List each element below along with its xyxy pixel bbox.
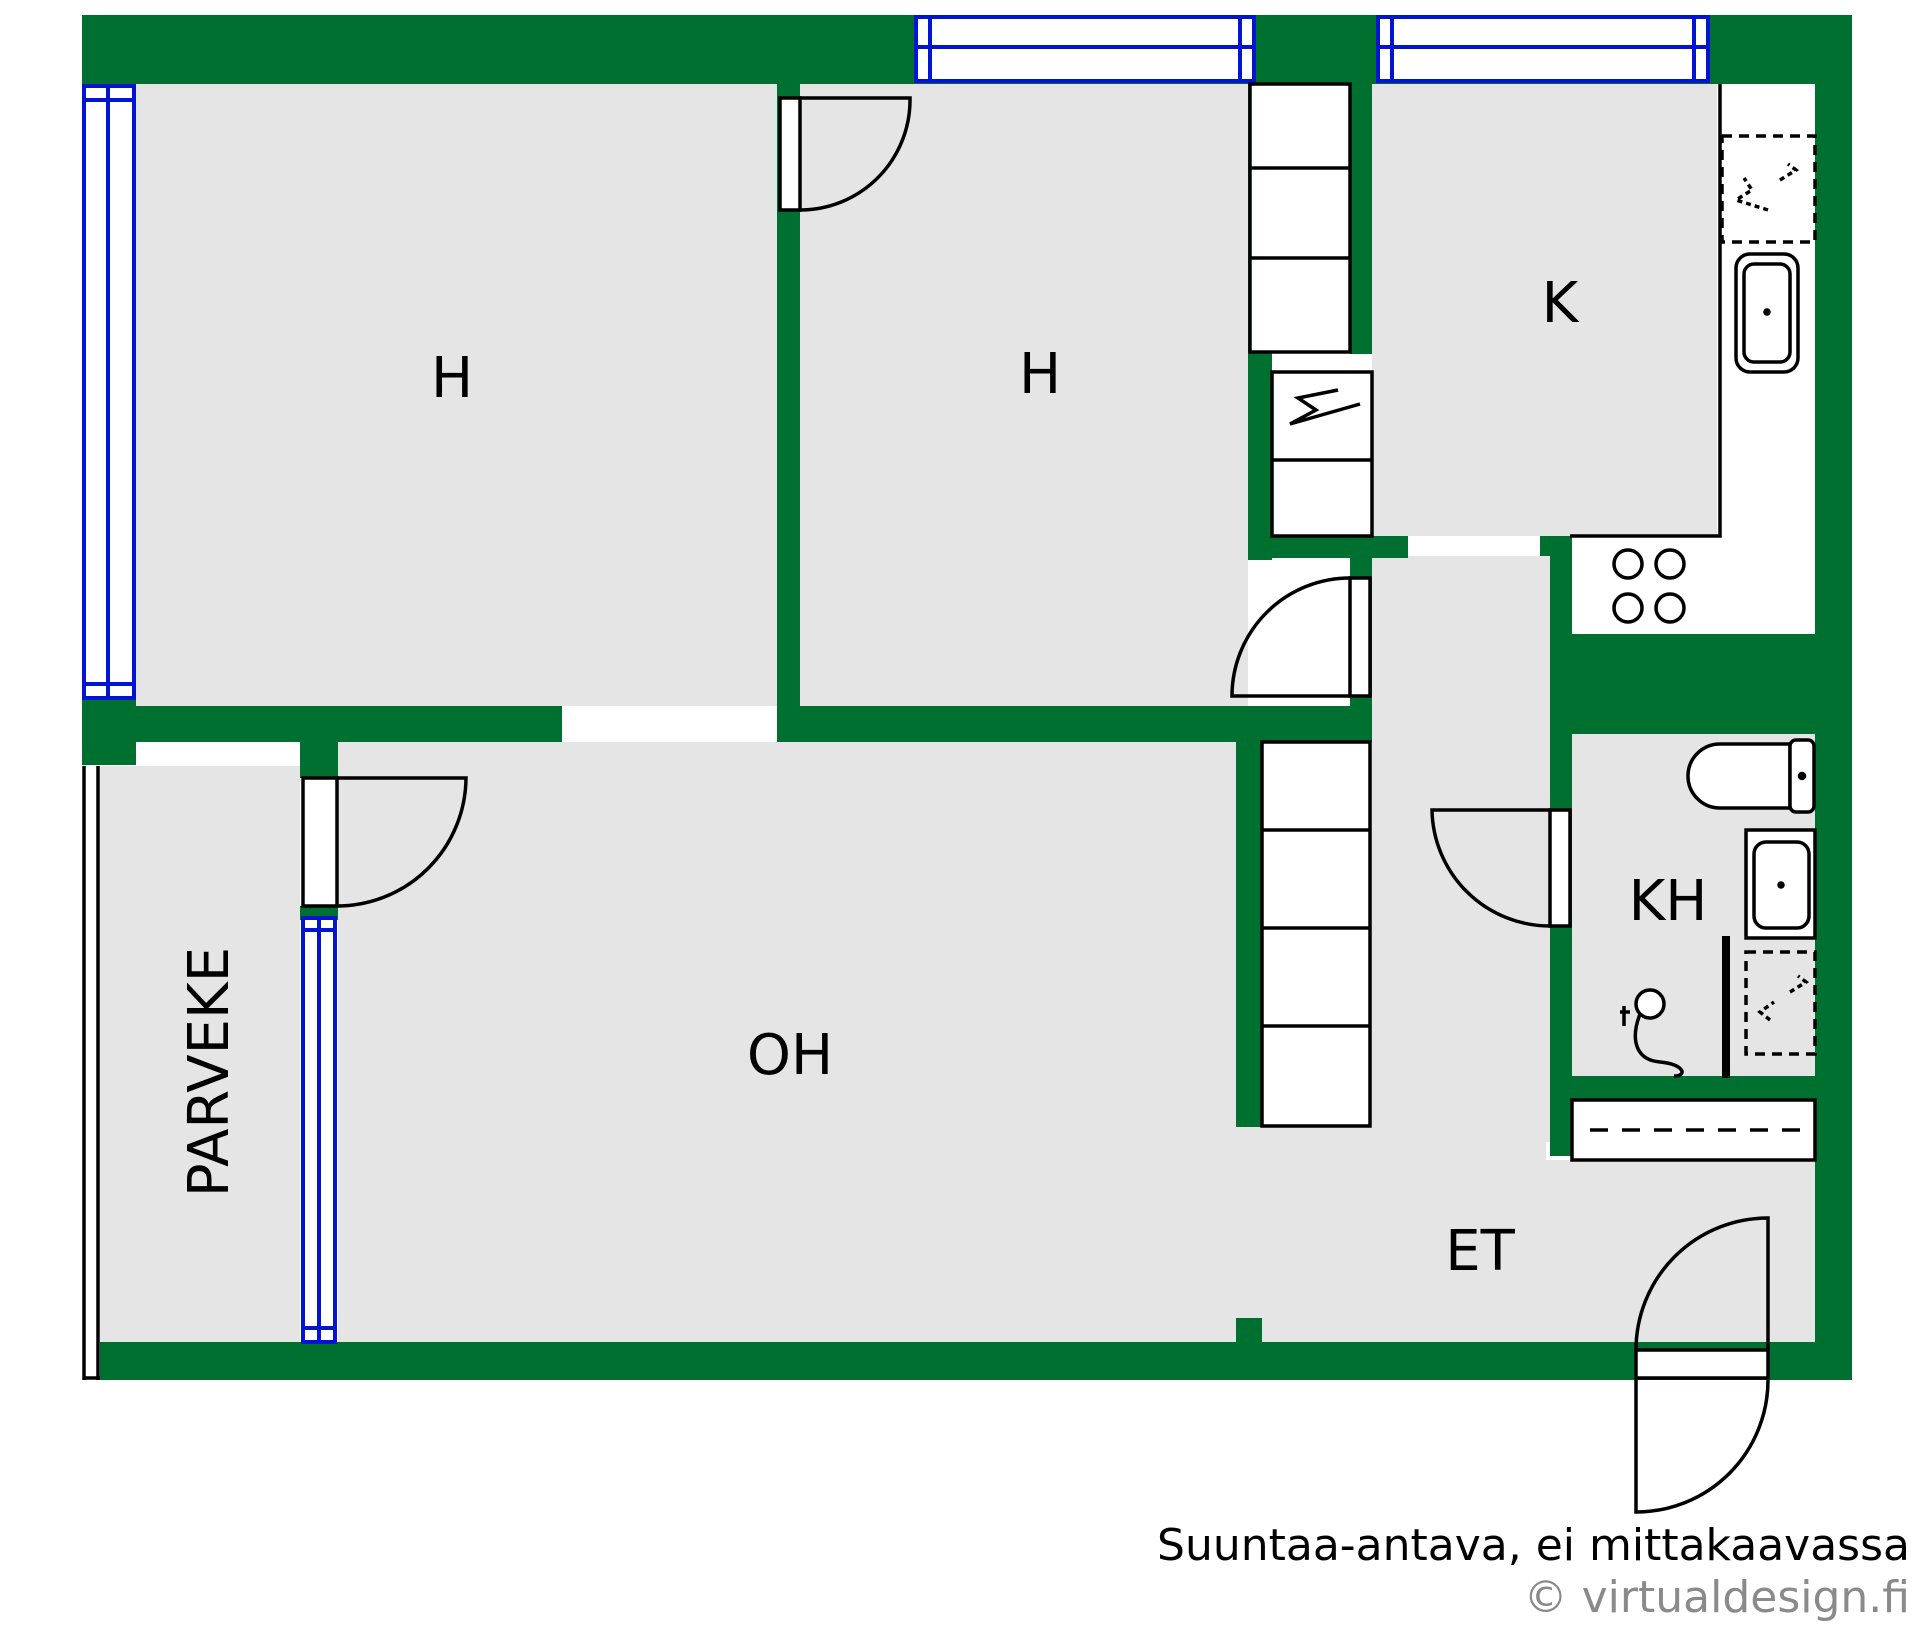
room-label-living-room: OH xyxy=(747,1023,833,1088)
wall-living-divider xyxy=(1236,742,1262,1127)
disclaimer-text: Suuntaa-antava, ei mittakaavassa xyxy=(1157,1520,1910,1571)
shower-icon xyxy=(1620,988,1684,1078)
door-swing-icon xyxy=(301,776,468,908)
door-swing-icon xyxy=(1430,808,1572,928)
wardrobe-icon xyxy=(1248,82,1352,354)
floor-balcony xyxy=(100,766,300,1352)
hall-shelf-icon xyxy=(1570,1098,1817,1162)
wall-bottom-stub xyxy=(1236,1318,1262,1348)
floors xyxy=(100,84,1815,1352)
room-label-bedroom-1: H xyxy=(431,346,473,411)
sink-icon xyxy=(1734,252,1800,374)
washing-machine-icon xyxy=(1744,950,1817,1056)
room-labels: H H K OH KH ET PARVEKE xyxy=(177,271,1707,1284)
wall-kitchen-under xyxy=(1550,634,1815,734)
wall-closet-bottom xyxy=(1248,536,1408,558)
wall-bed-divider xyxy=(777,84,800,742)
room-label-bedroom-2: H xyxy=(1019,342,1061,407)
wall-right xyxy=(1815,15,1852,1380)
door-swing-icon xyxy=(1230,576,1372,698)
floor-bedroom-2 xyxy=(800,84,1248,706)
wall-bath-bottom xyxy=(1550,1076,1815,1100)
wall-bed1-bottom-a xyxy=(82,706,562,742)
room-label-kitchen: K xyxy=(1542,271,1580,336)
floor-hall xyxy=(1240,1160,1815,1342)
door-swing-icon xyxy=(778,96,912,212)
stove-icon xyxy=(1612,548,1686,624)
wall-bottom xyxy=(100,1342,1852,1380)
wall-kitchen-left xyxy=(1350,84,1372,354)
wall-balcony-stub xyxy=(300,742,338,778)
kitchen-counter xyxy=(1570,84,1815,634)
windows xyxy=(82,15,1710,1344)
dishwasher-icon xyxy=(1720,134,1817,244)
room-label-bathroom: KH xyxy=(1629,869,1708,934)
window-balcony xyxy=(301,916,337,1344)
electric-panel-icon xyxy=(1270,370,1374,538)
window-top-right xyxy=(1376,15,1710,83)
wall-bed1-bottom-b xyxy=(777,706,1372,742)
room-label-balcony: PARVEKE xyxy=(177,947,242,1197)
entrance-door-icon xyxy=(1634,1216,1770,1514)
window-left xyxy=(82,84,136,700)
floor-kitchen xyxy=(1372,84,1717,536)
window-top-left xyxy=(914,15,1256,83)
fixtures xyxy=(82,82,1817,1514)
toilet-icon xyxy=(1686,738,1816,814)
wardrobe-icon xyxy=(1260,740,1372,1128)
balcony-rail xyxy=(82,766,100,1380)
floor-bedroom-1 xyxy=(136,84,777,706)
copyright-text: © virtualdesign.fi xyxy=(1523,1572,1910,1623)
washbasin-icon xyxy=(1744,828,1817,940)
room-label-hallway: ET xyxy=(1445,1219,1515,1284)
